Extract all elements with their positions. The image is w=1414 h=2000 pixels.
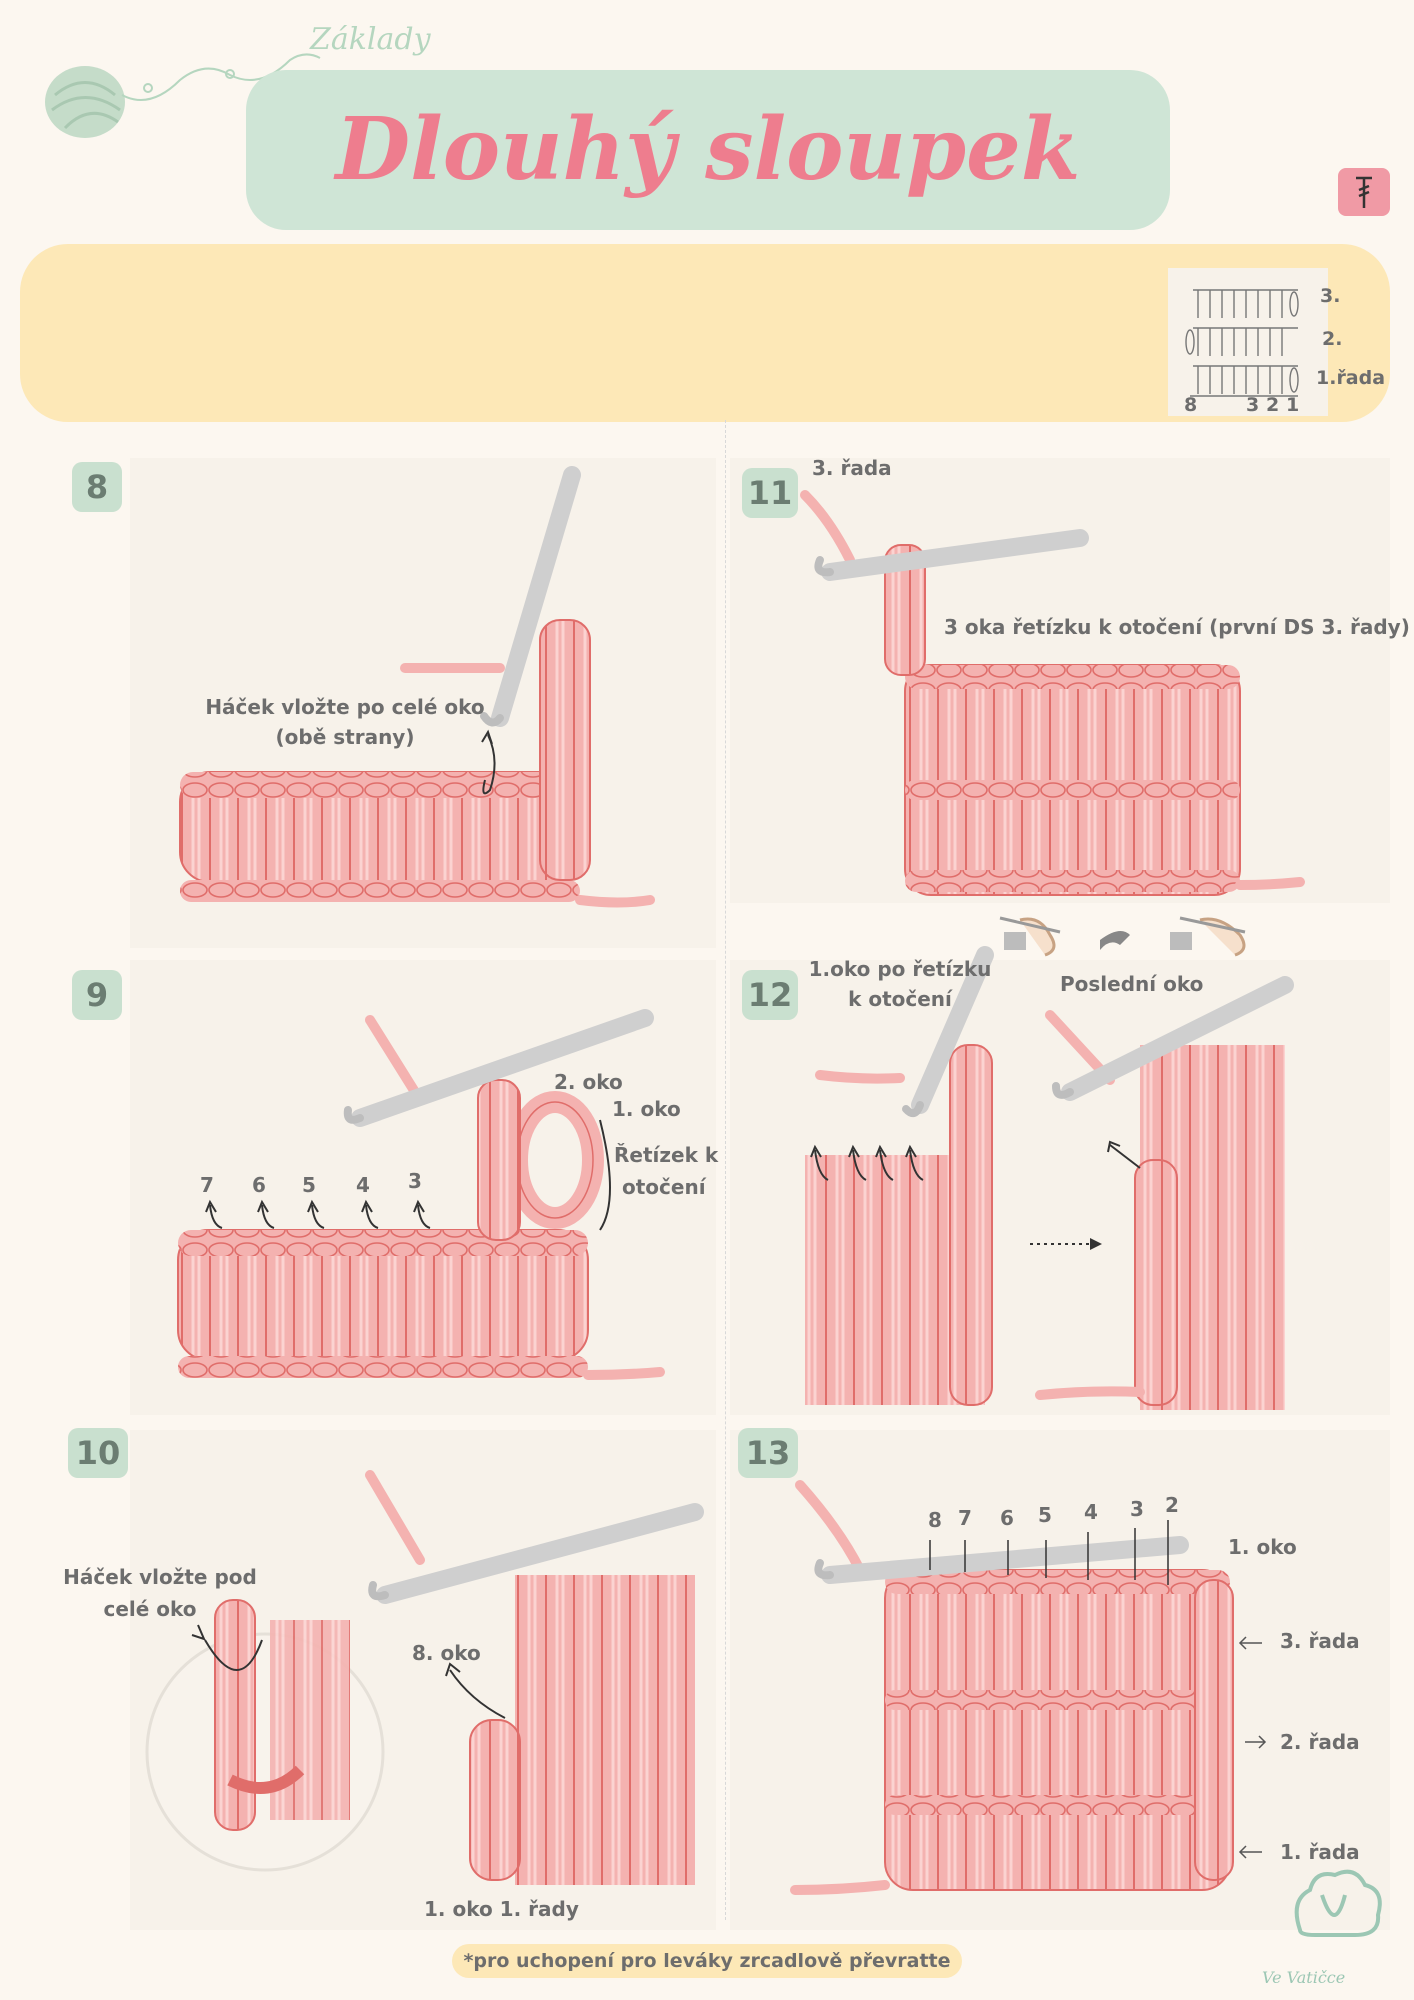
step-number-9: 9 xyxy=(72,970,122,1020)
chart-col-3: 3 xyxy=(1246,394,1260,416)
chart-row-label-2: 2. xyxy=(1322,328,1343,350)
step-number-8: 8 xyxy=(72,462,122,512)
step-number-13: 13 xyxy=(738,1428,798,1478)
step-13-loop-2: 2 xyxy=(1165,1493,1179,1517)
step-10-label-whole-loop: celé oko xyxy=(103,1597,197,1621)
step-9-loop-5: 5 xyxy=(302,1173,316,1197)
step-9-loop-6: 6 xyxy=(252,1173,266,1197)
chart-col-2: 2 xyxy=(1266,394,1280,416)
step-11-illustration xyxy=(800,490,1305,896)
step-10-label-8-oko: 8. oko xyxy=(412,1641,481,1665)
step-10-illustration xyxy=(145,1470,704,1885)
chart-col-8: 8 xyxy=(1184,394,1198,416)
info-banner xyxy=(20,244,1390,422)
step-12-illustration xyxy=(805,946,1294,1410)
step-9-label-1-oko: 1. oko xyxy=(612,1097,681,1121)
chart-row-label-3: 3. xyxy=(1320,285,1341,307)
page-subtitle: Základy xyxy=(310,22,431,57)
step-12-label-last-loop: Poslední oko xyxy=(1060,972,1204,996)
step-8-label-insert-hook: Háček vložte po celé oko xyxy=(205,695,485,719)
left-handed-note: *pro uchopení pro leváky zrcadlově převr… xyxy=(452,1944,962,1978)
step-9-label-turning: otočení xyxy=(622,1175,706,1199)
hand-icons xyxy=(999,916,1246,957)
column-divider xyxy=(725,420,726,1920)
step-10-label-first-loop: 1. oko 1. řady xyxy=(424,1897,579,1921)
step-number-10: 10 xyxy=(68,1428,128,1478)
chart-col-1: 1 xyxy=(1286,394,1300,416)
step-13-label-row-3: 3. řada xyxy=(1280,1629,1360,1653)
step-11-label-row-3: 3. řada xyxy=(812,456,892,480)
step-9-label-2-oko: 2. oko xyxy=(554,1070,623,1094)
step-13-loop-5: 5 xyxy=(1038,1503,1052,1527)
stitch-symbol-badge xyxy=(1338,168,1390,216)
step-12-label-first-loop: 1.oko po řetízku xyxy=(808,957,992,981)
treble-crochet-icon xyxy=(1356,176,1372,208)
step-13-loop-7: 7 xyxy=(958,1506,972,1530)
step-8-label-both-sides: (obě strany) xyxy=(275,725,415,749)
step-9-label-chain: Řetízek k xyxy=(614,1143,719,1167)
page-title: Dlouhý sloupek xyxy=(335,99,1081,200)
step-9-loop-7: 7 xyxy=(200,1173,214,1197)
step-13-label-1-oko: 1. oko xyxy=(1228,1535,1297,1559)
step-13-label-row-1: 1. řada xyxy=(1280,1840,1360,1864)
step-8-illustration xyxy=(179,466,655,908)
step-number-12: 12 xyxy=(742,970,798,1020)
yarn-ball-logo xyxy=(45,53,321,138)
step-13-illustration xyxy=(790,1480,1267,1895)
step-13-loop-3: 3 xyxy=(1130,1497,1144,1521)
step-13-loop-8: 8 xyxy=(928,1508,942,1532)
step-9-illustration xyxy=(177,1009,665,1380)
stitch-chart xyxy=(1168,268,1328,416)
step-9-loop-3: 3 xyxy=(408,1169,422,1193)
brand-logo xyxy=(1294,1869,1382,1937)
title-banner xyxy=(246,70,1170,230)
stitch-chart-graphic xyxy=(1185,289,1299,397)
step-12-label-turning: k otočení xyxy=(848,987,952,1011)
chart-row-label-1: 1.řada xyxy=(1316,367,1386,389)
step-13-loop-4: 4 xyxy=(1084,1500,1098,1524)
step-13-label-row-2: 2. řada xyxy=(1280,1730,1360,1754)
brand-name: Ve Vatičce xyxy=(1262,1968,1346,1987)
step-10-label-insert-hook: Háček vložte pod xyxy=(63,1565,257,1589)
step-9-loop-4: 4 xyxy=(356,1173,370,1197)
step-number-11: 11 xyxy=(742,468,798,518)
step-11-label-turning-chain: 3 oka řetízku k otočení (první DS 3. řad… xyxy=(944,615,1410,639)
step-13-loop-6: 6 xyxy=(1000,1506,1014,1530)
